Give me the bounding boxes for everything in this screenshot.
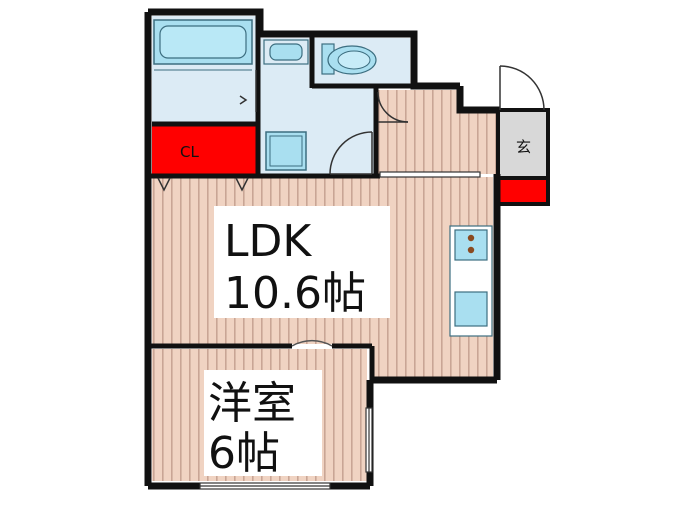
ldk-label-box [214, 206, 390, 318]
shoe-storage [500, 180, 548, 204]
doors [157, 65, 545, 347]
bathtub-icon [153, 19, 253, 71]
ldk-size: 10.6帖 [224, 268, 366, 319]
shoe-storage-outline [496, 176, 550, 206]
entrance-label: 玄 [516, 138, 531, 156]
stove-icon [454, 229, 488, 261]
toilet-icon [321, 43, 377, 75]
washbasin-icon [263, 39, 309, 65]
washing-machine-icon [265, 131, 307, 171]
entrance-floor [500, 112, 548, 178]
ldk-name: LDK [224, 216, 312, 267]
western-label-box [204, 370, 322, 476]
closet [152, 126, 257, 176]
western-room-size: 6帖 [208, 428, 280, 479]
interior-walls [150, 12, 414, 380]
western-room-name: 洋室 [208, 378, 296, 429]
closet-label: CL [180, 143, 199, 161]
hallway-floor [378, 90, 497, 174]
sink-icon [454, 291, 488, 327]
windows [199, 171, 481, 490]
